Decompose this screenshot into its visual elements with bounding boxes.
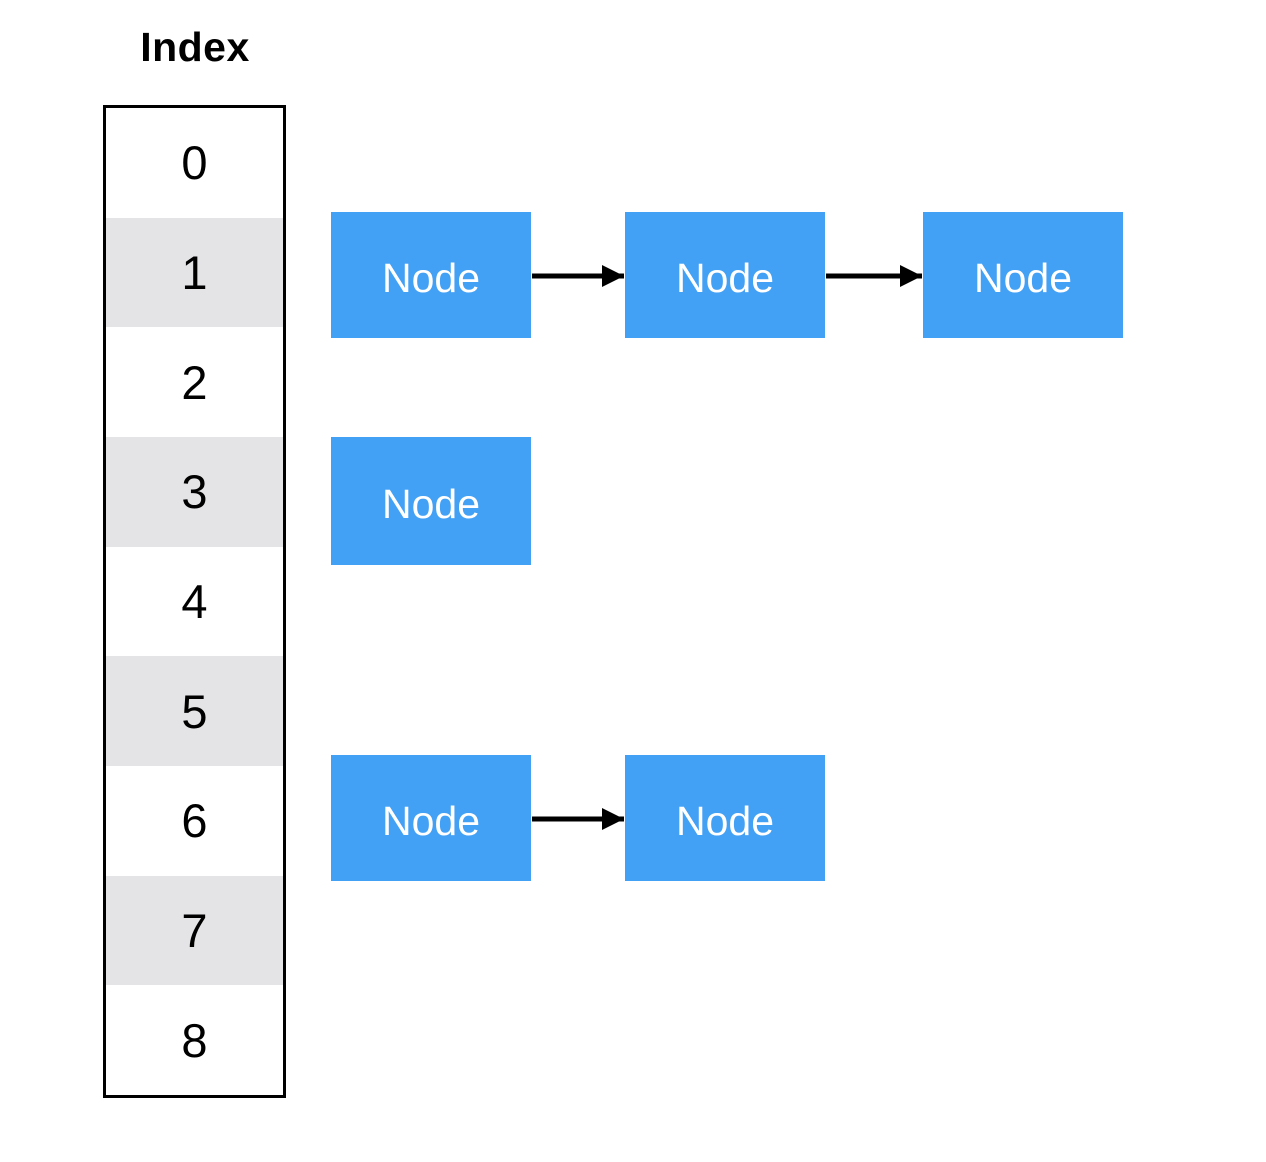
index-cell-label: 4 xyxy=(181,575,208,629)
node-label: Node xyxy=(381,254,480,301)
index-table: 0 1 2 3 4 5 6 7 8 xyxy=(103,105,286,1098)
node-label: Node xyxy=(973,254,1072,301)
index-title: Index xyxy=(140,24,250,70)
index-cell-3: 3 xyxy=(106,437,283,547)
node-label: Node xyxy=(381,480,480,527)
index-cell-label: 2 xyxy=(181,355,208,409)
index-cell-4: 4 xyxy=(106,546,283,657)
index-cell-label: 8 xyxy=(181,1013,208,1067)
index-cell-label: 3 xyxy=(181,465,208,519)
index-cell-2: 2 xyxy=(106,327,283,438)
node-label: Node xyxy=(675,254,774,301)
index-cell-label: 0 xyxy=(181,136,208,190)
node-box-chain6-1: Node xyxy=(625,755,825,881)
index-cell-5: 5 xyxy=(106,656,283,767)
index-cell-6: 6 xyxy=(106,766,283,876)
node-box-chain1-0: Node xyxy=(331,212,531,338)
index-cell-label: 1 xyxy=(181,246,208,299)
node-label: Node xyxy=(675,797,774,844)
index-cell-8: 8 xyxy=(106,985,283,1096)
index-cell-label: 7 xyxy=(181,904,208,958)
node-box-chain1-2: Node xyxy=(923,212,1123,338)
index-cell-label: 6 xyxy=(181,794,208,848)
index-cell-label: 5 xyxy=(181,684,208,738)
node-box-chain6-0: Node xyxy=(331,755,531,881)
node-box-chain3-0: Node xyxy=(331,437,531,565)
index-cell-7: 7 xyxy=(106,875,283,986)
index-cell-1: 1 xyxy=(106,217,283,328)
index-cell-0: 0 xyxy=(106,108,283,218)
node-box-chain1-1: Node xyxy=(625,212,825,338)
node-label: Node xyxy=(381,797,480,844)
